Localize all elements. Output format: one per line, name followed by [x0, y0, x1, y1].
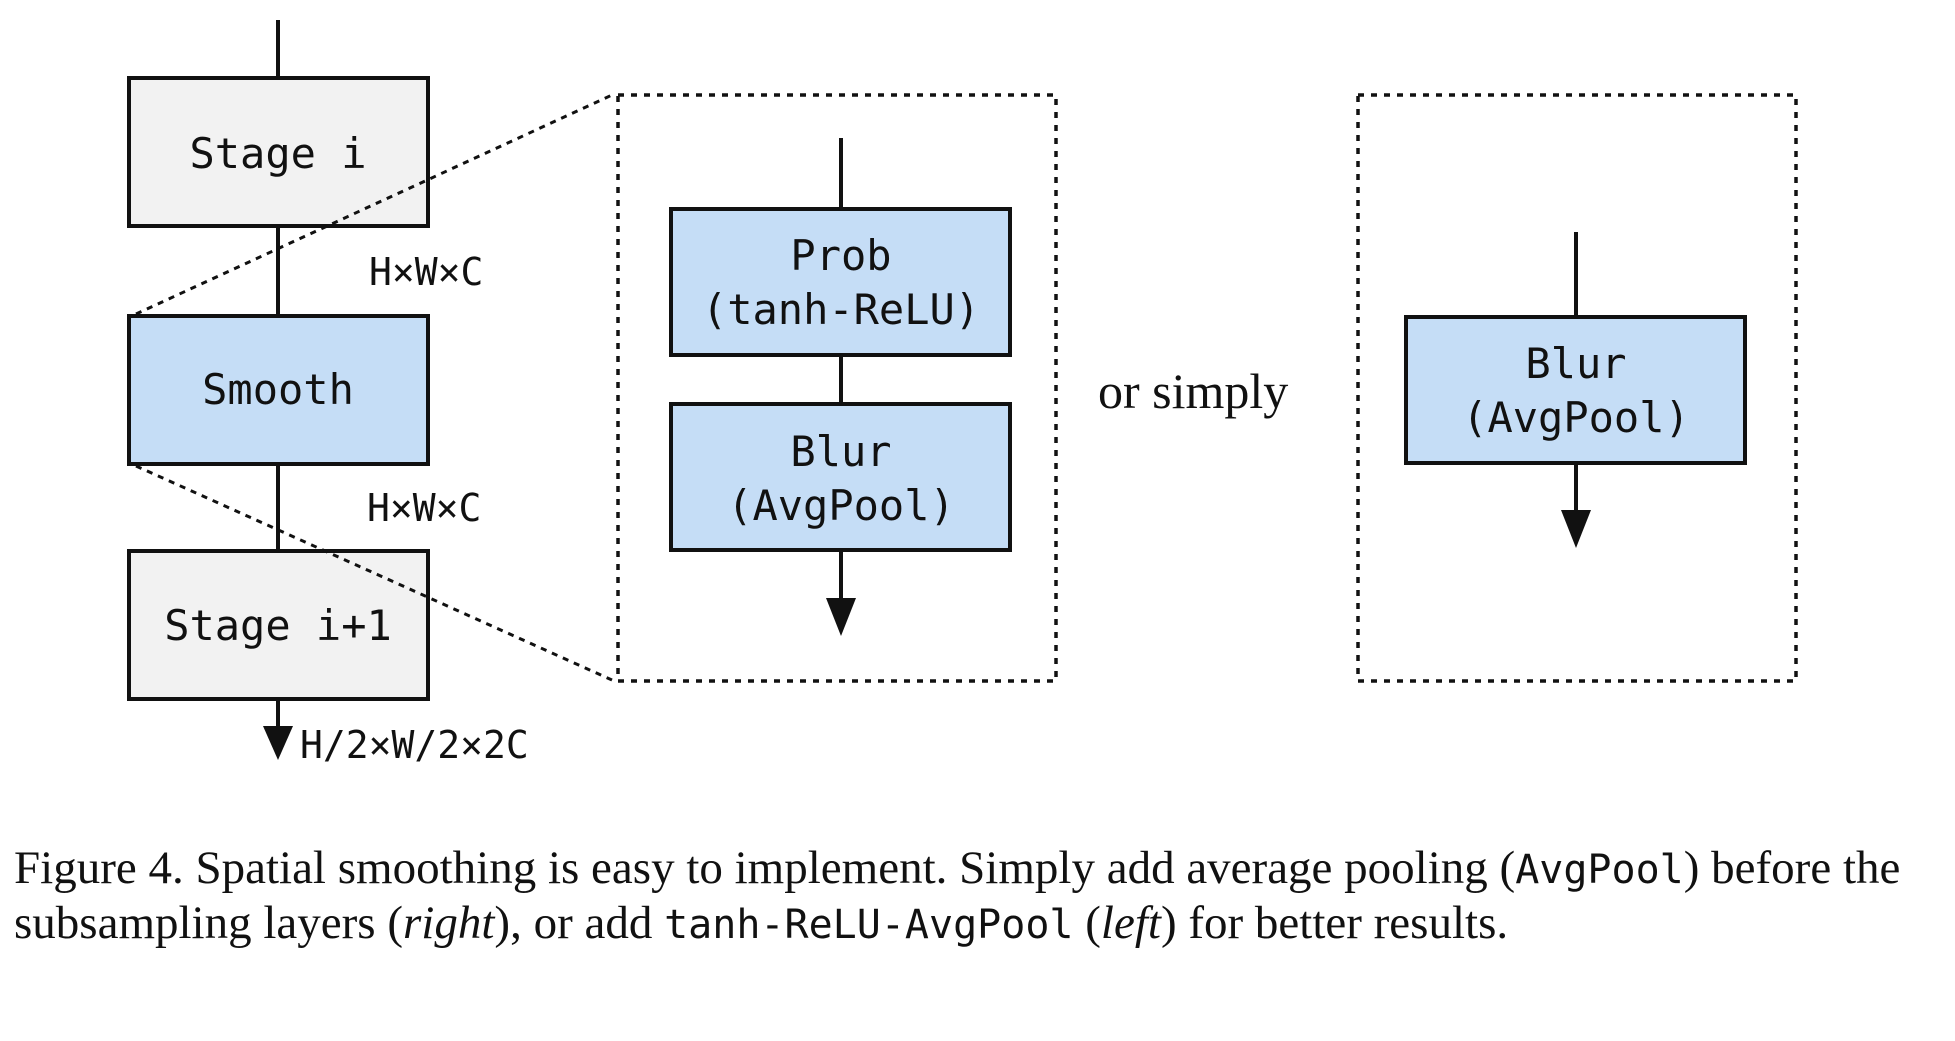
- right-dotted-panel: [1356, 93, 1798, 683]
- caption-text-2: ) before the subsampling layers (: [14, 842, 1901, 949]
- stage-i-label: Stage i: [189, 129, 366, 178]
- smooth-box: [127, 314, 430, 466]
- caption-em-right: right: [403, 897, 495, 949]
- zoom-line-bottom: [135, 464, 613, 682]
- smooth-label: Smooth: [202, 365, 354, 414]
- figure-caption: Figure 4. Spatial smoothing is easy to i…: [14, 842, 1944, 952]
- prob-box: [669, 207, 1012, 357]
- output-arrowhead: [263, 726, 293, 760]
- blur-box-right: [1404, 315, 1747, 465]
- blur-label-right-line1: Blur: [1525, 339, 1626, 388]
- dim-label-out: H/2×W/2×2C: [300, 723, 529, 767]
- caption-text-4: (: [1073, 897, 1101, 949]
- caption-code-avgpool: AvgPool: [1515, 847, 1684, 893]
- zoom-line-top: [135, 93, 613, 316]
- caption-text-3: ), or add: [494, 897, 665, 949]
- blur-label-middle-line2: (AvgPool): [727, 481, 955, 530]
- prob-label-line1: Prob: [790, 231, 891, 280]
- dim-label-mid: H×W×C: [367, 486, 481, 530]
- architecture-diagram: Stage i H×W×C Smooth H×W×C Stage i+1 H/2…: [127, 20, 1798, 767]
- blur-label-middle-line1: Blur: [790, 427, 891, 476]
- connector-text: or simply: [1098, 363, 1288, 419]
- caption-text-5: ) for better results.: [1160, 897, 1509, 949]
- middle-dotted-panel: [616, 93, 1058, 683]
- dim-label-top: H×W×C: [369, 250, 483, 294]
- caption-text-1: Figure 4. Spatial smoothing is easy to i…: [14, 842, 1516, 894]
- prob-label-line2: (tanh-ReLU): [702, 285, 980, 334]
- caption-code-tanh-relu-avgpool: tanh-ReLU-AvgPool: [664, 902, 1074, 948]
- blur-label-right-line2: (AvgPool): [1462, 393, 1690, 442]
- stage-i1-label: Stage i+1: [164, 601, 392, 650]
- caption-em-left: left: [1100, 897, 1161, 949]
- middle-output-arrowhead: [826, 598, 856, 636]
- right-output-arrowhead: [1561, 510, 1591, 548]
